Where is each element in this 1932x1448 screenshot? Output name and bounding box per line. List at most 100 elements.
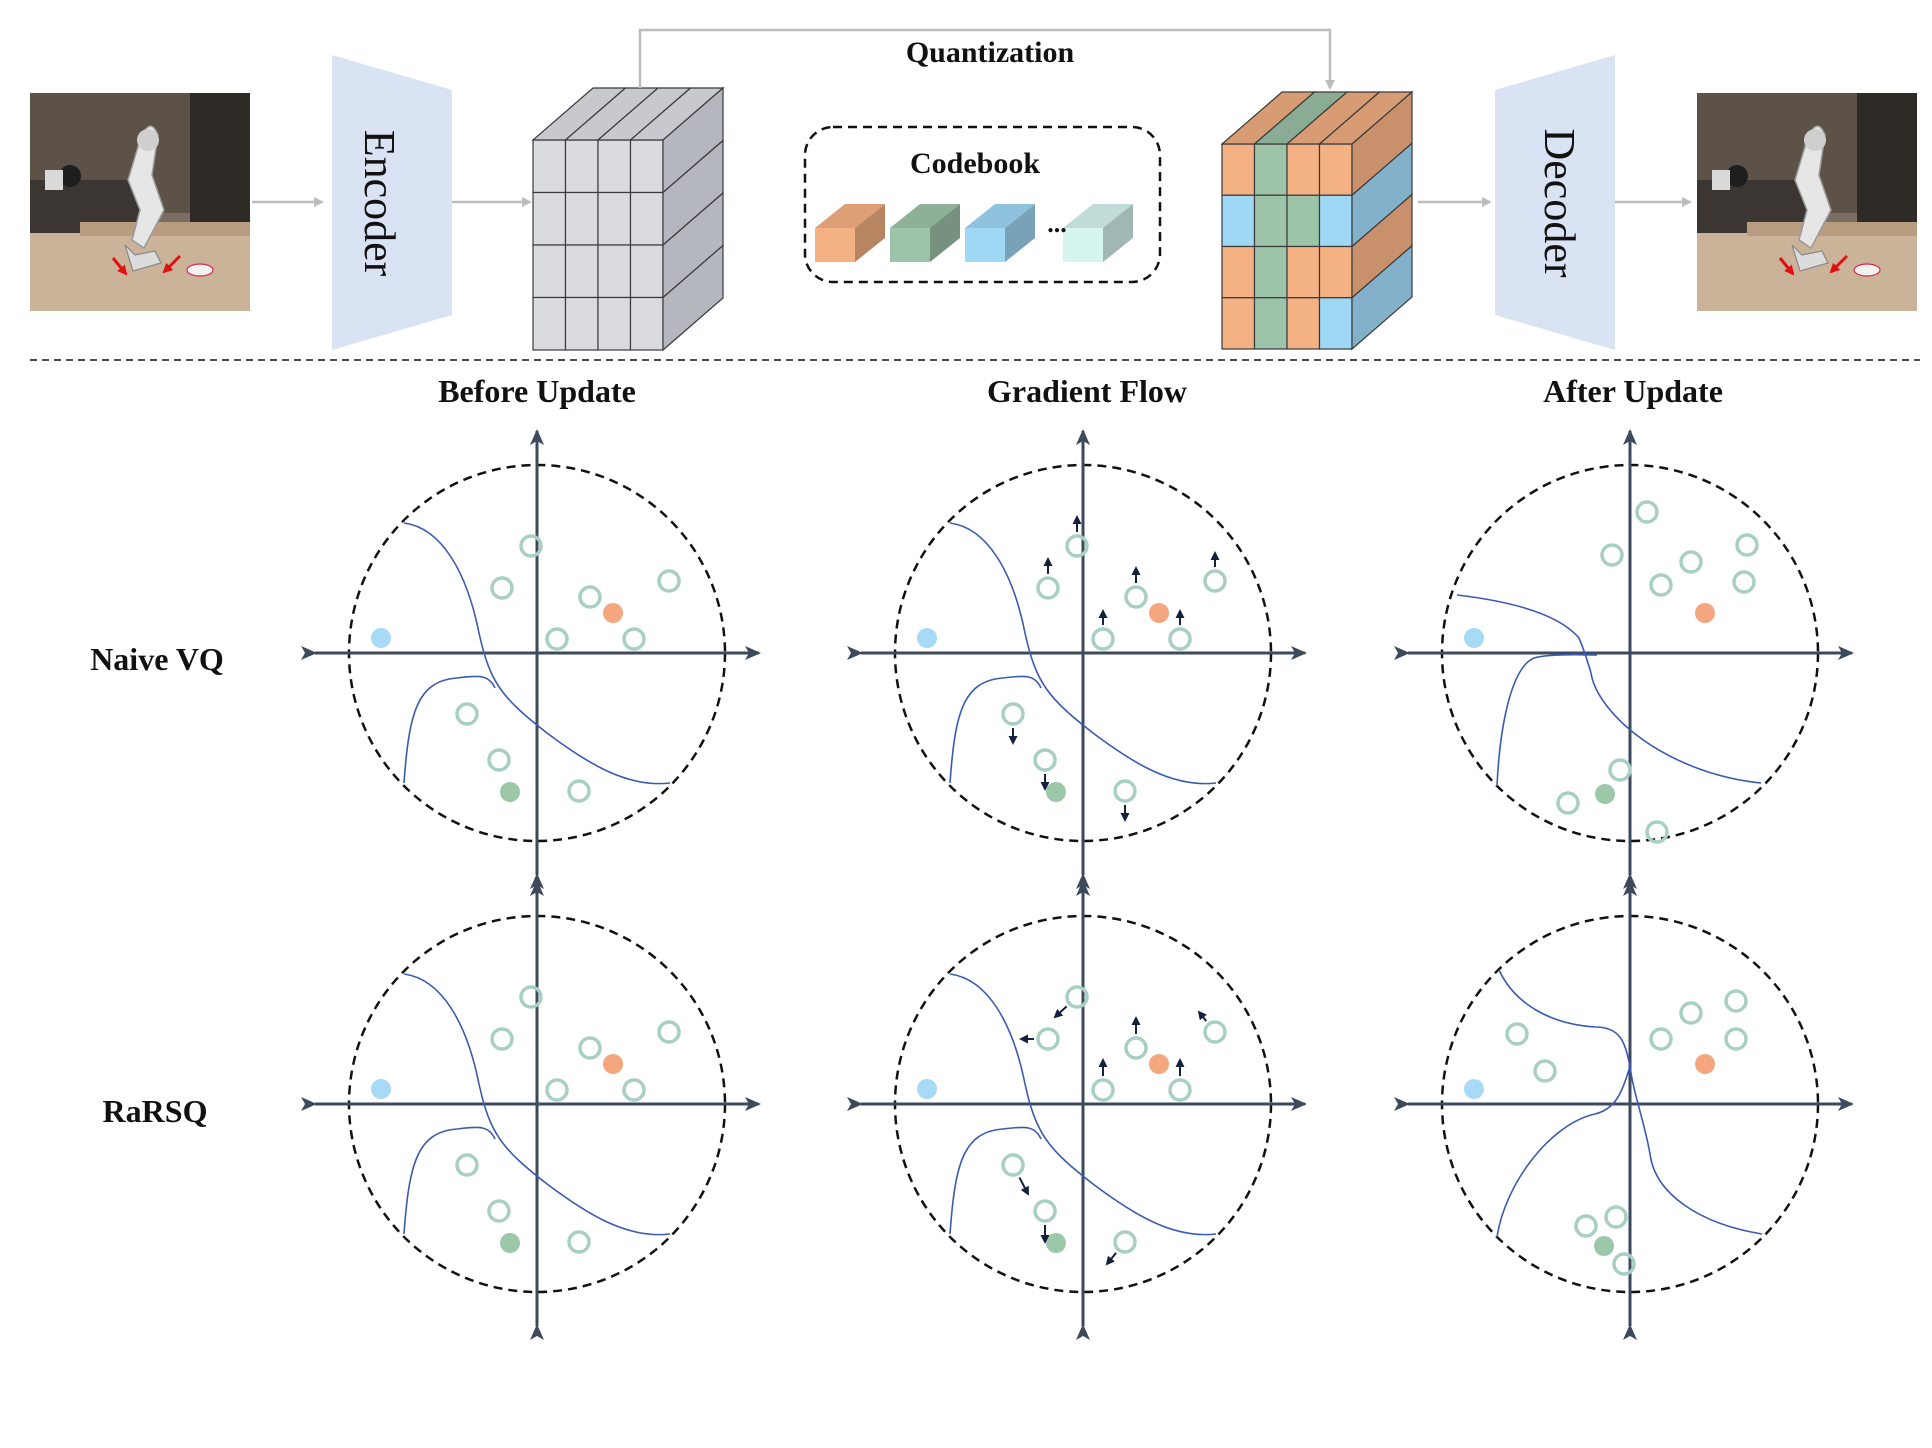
cube-cell xyxy=(1253,194,1288,248)
encoder-output-point xyxy=(1113,779,1137,803)
encoder-output-point xyxy=(1091,627,1115,651)
cube-cell xyxy=(597,244,632,299)
encoder-output-point xyxy=(1033,1199,1057,1223)
cube-cell xyxy=(1286,194,1321,248)
encoder-output-point xyxy=(1533,1059,1557,1083)
codebook: Codebook ... xyxy=(803,125,1162,284)
column-header-before: Before Update xyxy=(438,373,636,409)
decision-boundary xyxy=(949,1126,1042,1235)
encoder-output-point xyxy=(487,748,511,772)
codeword-green xyxy=(1046,782,1066,802)
gradient-arrow xyxy=(1105,1252,1117,1266)
encoder-output-point xyxy=(567,1230,591,1254)
codeword-orange xyxy=(1695,603,1715,623)
codeword-orange xyxy=(1149,603,1169,623)
latent-grid-cube xyxy=(531,86,725,352)
encoder-output-point xyxy=(1735,533,1759,557)
decision-boundary xyxy=(1496,1065,1631,1238)
codeword-blue xyxy=(917,628,937,648)
gradient-arrow xyxy=(1018,1176,1029,1196)
codeword-green xyxy=(1594,1236,1614,1256)
encoder-output-point xyxy=(1732,570,1756,594)
encoder-output-point xyxy=(1113,1230,1137,1254)
codeword-blue xyxy=(371,1079,391,1099)
pipeline: Encoder Quantization Codebook ... Decode… xyxy=(30,28,1917,352)
embedding-panel xyxy=(1394,880,1854,1340)
encoder-output-point xyxy=(1679,550,1703,574)
encoder-output-point xyxy=(1091,1078,1115,1102)
embedding-panel xyxy=(301,880,761,1340)
encoder-output-point xyxy=(519,534,543,558)
decision-boundary xyxy=(949,973,1217,1236)
cube-cell xyxy=(1221,143,1256,196)
decision-boundary xyxy=(1496,653,1598,787)
codeword-green xyxy=(1046,1233,1066,1253)
quantized-cube xyxy=(1220,90,1414,351)
encoder-label: Encoder xyxy=(355,130,404,277)
codeword-blue xyxy=(917,1079,937,1099)
encoder-output-point xyxy=(455,702,479,726)
cube-cell xyxy=(532,296,567,351)
encoder-output-point xyxy=(1203,569,1227,593)
cube-cell xyxy=(1286,143,1321,196)
cube-cell xyxy=(1221,297,1256,350)
embedding-panel xyxy=(1394,429,1854,889)
decision-boundary xyxy=(403,522,671,785)
encoder-output-point xyxy=(545,1078,569,1102)
codebook-entry xyxy=(965,204,1035,262)
encoder-output-point xyxy=(1649,573,1673,597)
encoder-output-point xyxy=(1608,758,1632,782)
decoder-block: Decoder xyxy=(1495,55,1615,350)
embedding-panel xyxy=(301,429,761,889)
encoder-output-point xyxy=(1168,627,1192,651)
cube-cell xyxy=(1253,297,1288,350)
encoder-output-point xyxy=(622,1078,646,1102)
cube-cell xyxy=(1318,297,1353,350)
column-header-after: After Update xyxy=(1543,373,1723,409)
encoder-output-point xyxy=(578,585,602,609)
encoder-output-point xyxy=(490,576,514,600)
decision-boundary xyxy=(949,675,1042,784)
input-image xyxy=(30,93,250,311)
codebook-entry xyxy=(1063,204,1133,262)
codeword-blue xyxy=(1464,1079,1484,1099)
encoder-output-point xyxy=(545,627,569,651)
codeword-blue xyxy=(371,628,391,648)
cube-cell xyxy=(629,244,664,299)
encoder-output-point xyxy=(1065,534,1089,558)
cube-cell xyxy=(1286,297,1321,350)
codeword-orange xyxy=(1695,1054,1715,1074)
encoder-output-point xyxy=(567,779,591,803)
encoder-block: Encoder xyxy=(332,55,452,350)
cube-cell xyxy=(1221,245,1256,299)
encoder-output-point xyxy=(622,627,646,651)
embedding-panels xyxy=(301,429,1854,1340)
codeword-blue xyxy=(1464,628,1484,648)
cube-cell xyxy=(564,139,599,194)
codebook-label: Codebook xyxy=(910,147,1040,180)
cube-side-cell xyxy=(662,244,724,352)
embedding-panel xyxy=(847,429,1307,889)
encoder-output-point xyxy=(1505,1022,1529,1046)
quantization-path: Quantization xyxy=(638,28,1335,90)
encoder-output-point xyxy=(578,1036,602,1060)
codebook-ellipsis: ... xyxy=(1047,209,1067,238)
encoder-output-point xyxy=(1001,702,1025,726)
encoder-output-point xyxy=(1124,1036,1148,1060)
encoder-output-point xyxy=(1724,1027,1748,1051)
cube-cell xyxy=(1253,143,1288,196)
encoder-output-point xyxy=(490,1027,514,1051)
cube-cell xyxy=(629,139,664,194)
output-image xyxy=(1697,93,1917,311)
decision-boundary xyxy=(1456,594,1762,784)
encoder-output-point xyxy=(657,1020,681,1044)
encoder-output-point xyxy=(1645,820,1669,844)
cube-cell xyxy=(564,191,599,246)
row-label-naive-vq: Naive VQ xyxy=(90,641,224,677)
codeword-orange xyxy=(603,1054,623,1074)
encoder-output-point xyxy=(1612,1252,1636,1276)
cube-cell xyxy=(532,244,567,299)
encoder-output-point xyxy=(1556,791,1580,815)
row-label-rarsq: RaRSQ xyxy=(103,1093,208,1129)
embedding-panel xyxy=(847,880,1307,1340)
